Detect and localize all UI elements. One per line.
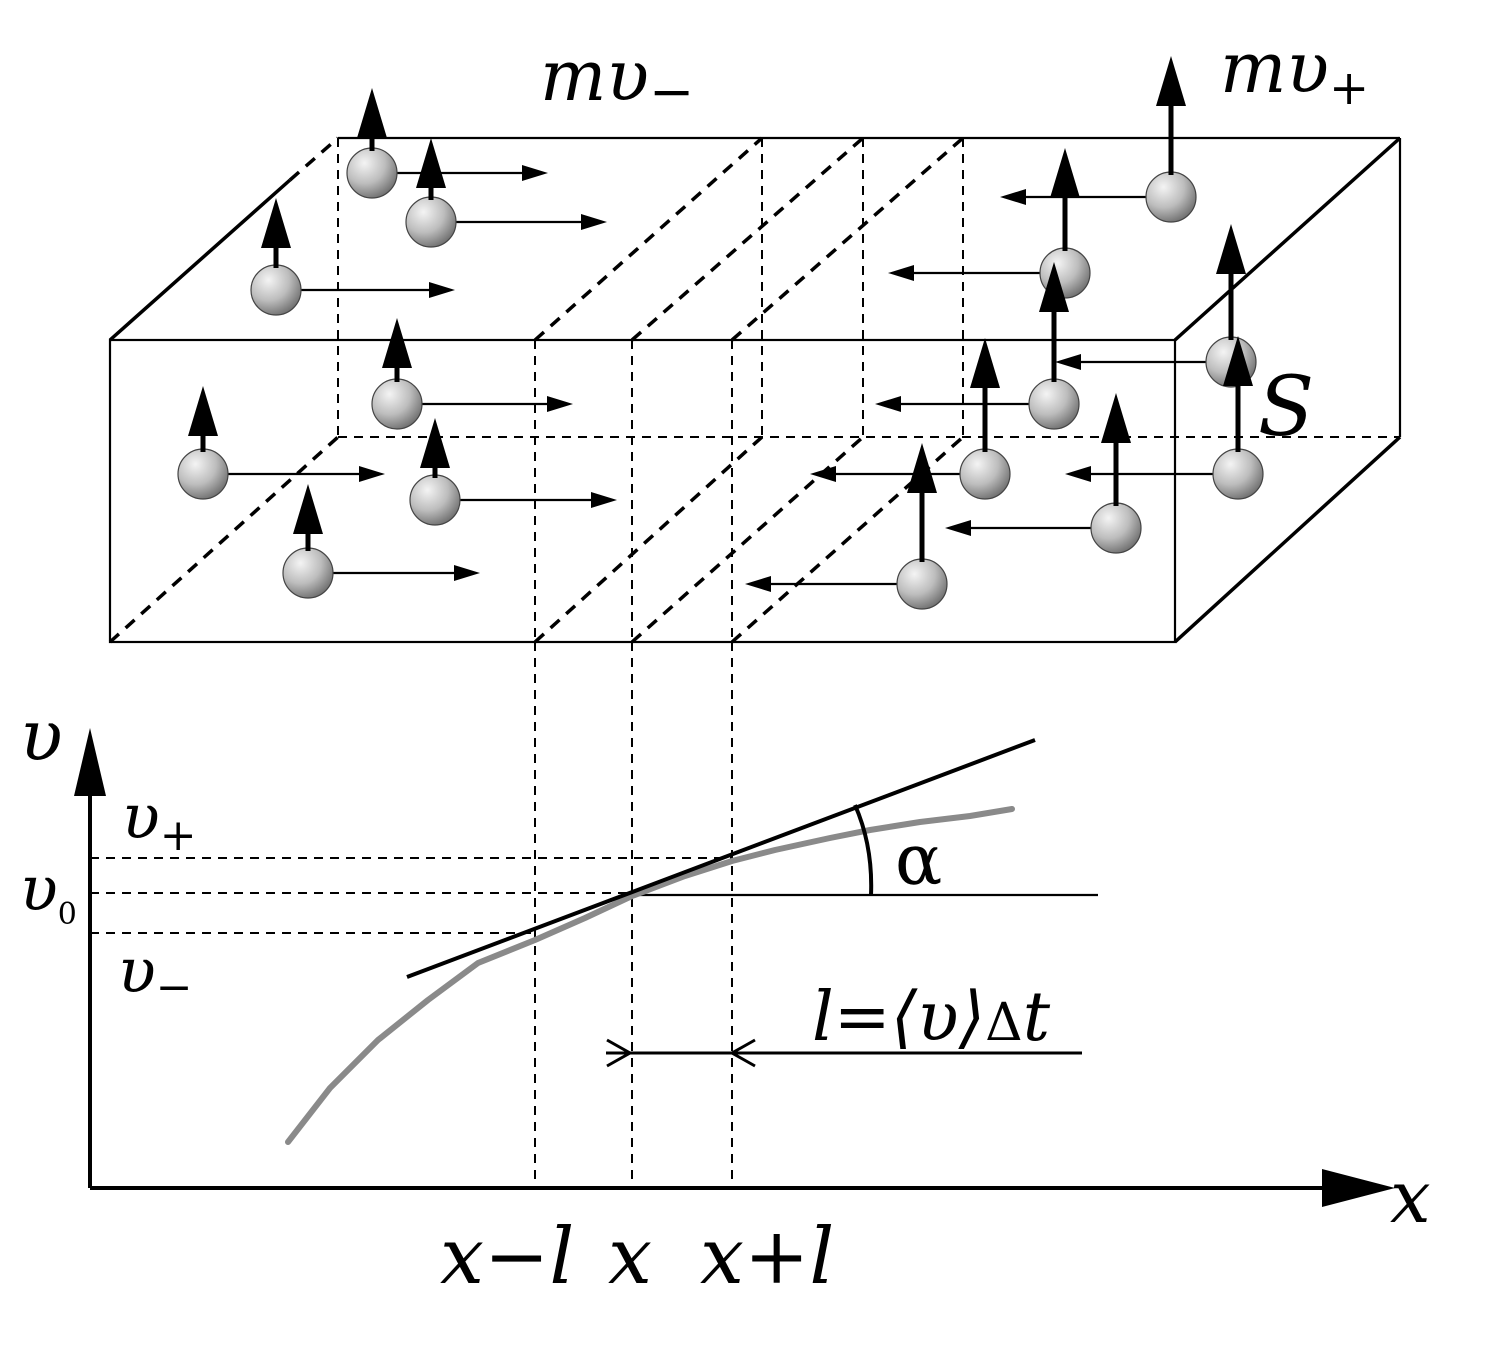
molecule (409, 418, 617, 526)
molecules (177, 56, 1264, 610)
molecule-ball (1028, 378, 1080, 430)
thermal-velocity-arrowhead (188, 386, 218, 436)
molecule (405, 138, 607, 248)
molecule-ball (371, 378, 423, 430)
label-alpha: α (895, 819, 942, 901)
molecule (1000, 56, 1197, 223)
plane-x-minus-l (533, 136, 764, 644)
plane-x (630, 136, 865, 644)
thermal-velocity-arrowhead (1156, 56, 1186, 106)
thermal-velocity-arrowhead (1223, 336, 1253, 386)
label-v-minus: υ− (118, 934, 193, 1013)
molecule-ball (1212, 448, 1264, 500)
label-v-plus: υ+ (122, 780, 197, 861)
molecule-ball (346, 147, 398, 199)
flow-velocity-arrowhead (522, 165, 548, 181)
molecule-ball (250, 264, 302, 316)
box-top-right-edge (1173, 136, 1402, 342)
y-axis-arrowhead (74, 728, 106, 796)
thermal-velocity-arrowhead (420, 418, 450, 468)
molecule (282, 484, 480, 599)
molecule (1065, 336, 1264, 500)
axis-label-v: υ (20, 695, 63, 777)
flow-velocity-arrowhead (875, 396, 901, 412)
thermal-velocity-arrowhead (970, 338, 1000, 388)
thermal-velocity-arrowhead (1101, 393, 1131, 443)
thermal-velocity-arrowhead (1216, 224, 1246, 274)
thermal-velocity-arrowhead (1039, 262, 1069, 312)
molecule-ball (896, 558, 948, 610)
thermal-velocity-arrowhead (907, 443, 937, 493)
free-path-tick-left (606, 1038, 634, 1068)
flow-velocity-arrowhead (810, 466, 836, 482)
flow-velocity-arrowhead (745, 576, 771, 592)
flow-velocity-arrowhead (581, 214, 607, 230)
thermal-velocity-arrowhead (357, 88, 387, 138)
flow-velocity-arrowhead (591, 492, 617, 508)
velocity-graph: υ x υ+ υ0 υ− α l=⟨υ⟩Δt x−l x x+l (20, 642, 1431, 1302)
x-axis-arrowhead (1322, 1169, 1395, 1207)
molecule (888, 148, 1091, 299)
tick-label-x-plus-l: x+l (700, 1212, 834, 1302)
gas-box (108, 136, 1402, 644)
flow-velocity-arrowhead (945, 520, 971, 536)
molecule (945, 393, 1142, 554)
box-bottom-right-edge (1173, 435, 1402, 644)
molecule-ball (1090, 502, 1142, 554)
flow-velocity-arrowhead (454, 565, 480, 581)
label-free-path: l=⟨υ⟩Δt (812, 978, 1051, 1057)
molecule (177, 386, 385, 500)
tick-label-x-minus-l: x−l (440, 1212, 574, 1302)
molecule-ball (409, 474, 461, 526)
box-front-face (108, 338, 1177, 644)
flow-velocity-arrowhead (547, 396, 573, 412)
thermal-velocity-arrowhead (1050, 148, 1080, 198)
flow-velocity-arrowhead (1065, 466, 1091, 482)
label-mv-minus: mυ− (540, 35, 694, 123)
thermal-velocity-arrowhead (293, 484, 323, 534)
velocity-profile-curve (285, 806, 1015, 1145)
molecule (346, 88, 548, 199)
molecule-ball (282, 547, 334, 599)
molecule-ball (177, 448, 229, 500)
molecule-ball (1145, 171, 1197, 223)
angle-alpha-arc (853, 804, 874, 896)
molecule (875, 262, 1080, 430)
molecule-ball (405, 196, 457, 248)
free-path-tick-right (728, 1038, 756, 1068)
molecule (371, 318, 573, 430)
tangent-line (406, 738, 1036, 979)
label-v-zero: υ0 (20, 852, 77, 932)
thermal-velocity-arrowhead (416, 138, 446, 188)
box-top-left-edge (108, 178, 292, 342)
molecule (250, 198, 455, 316)
molecule (810, 338, 1011, 500)
axis-label-x: x (1390, 1155, 1431, 1239)
tick-label-x: x (608, 1212, 652, 1302)
molecule (745, 443, 948, 610)
box-top-left-edge-dashed (288, 136, 340, 182)
flow-velocity-arrowhead (888, 265, 914, 281)
label-area-s: S (1258, 360, 1314, 455)
box-hidden-bottom-left (108, 435, 340, 644)
molecule (1055, 224, 1257, 388)
flow-velocity-arrowhead (359, 466, 385, 482)
flow-velocity-arrowhead (1055, 354, 1081, 370)
thermal-velocity-arrowhead (382, 318, 412, 368)
label-mv-plus: mυ+ (1220, 27, 1369, 116)
flow-velocity-arrowhead (429, 282, 455, 298)
thermal-velocity-arrowhead (261, 198, 291, 248)
molecule-ball (959, 448, 1011, 500)
flow-velocity-arrowhead (1000, 189, 1026, 205)
